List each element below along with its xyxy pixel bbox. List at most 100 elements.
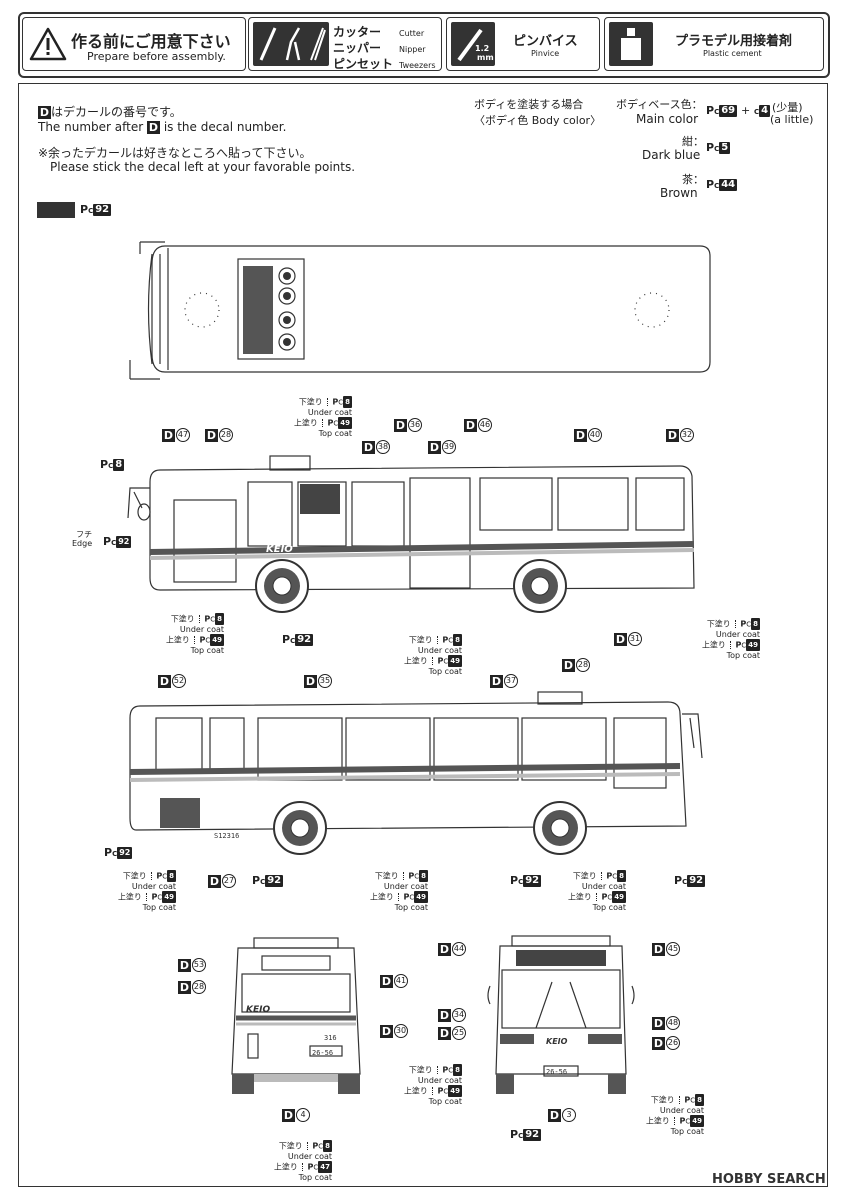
main-color-jp: ボディベース色：	[616, 98, 703, 111]
bus-side-view-left: KEIO	[127, 455, 695, 613]
brown-en: Brown	[660, 186, 698, 200]
pinvice-en: Pinvice	[531, 49, 560, 58]
watermark: HOBBY SEARCH	[712, 1172, 826, 1187]
extra-note-en: Please stick the decal left at your favo…	[50, 160, 356, 174]
tool-nipper-en: Nipper	[399, 45, 426, 54]
warning-jp: 作る前にご用意下さい	[71, 32, 231, 51]
paint-heading-jp: ボディを塗装する場合	[474, 98, 584, 111]
front-brand: KEIO	[546, 1037, 568, 1046]
warning-icon	[29, 27, 67, 61]
dark-blue-jp: 紺：	[682, 135, 704, 148]
instruction-frame	[18, 83, 828, 1187]
pinvice-jp: ピンバイス	[513, 34, 578, 49]
d-letter-box-2: D	[147, 121, 160, 134]
tools-box: カッター ニッパー ピンセット Cutter Nipper Tweezers	[248, 17, 442, 71]
dark-blue-en: Dark blue	[642, 148, 701, 162]
side2-brand: KEIO	[556, 786, 583, 797]
decal-note-jp-text: はデカールの番号です。	[51, 105, 182, 119]
cement-en: Plastic cement	[703, 49, 762, 58]
edge-jp: フチ	[76, 530, 93, 539]
main-color-en: Main color	[636, 112, 699, 126]
tool-nipper-jp: ニッパー	[333, 41, 382, 55]
decal-note-en-a: The number after	[38, 120, 144, 134]
extra-note-jp: ※余ったデカールは好きなところへ貼って下さい。	[38, 146, 312, 160]
warning-box: 作る前にご用意下さい Prepare before assembly.	[22, 17, 246, 71]
pinvice-unit: mm	[477, 53, 494, 62]
tool-tweezers-en: Tweezers	[399, 61, 436, 70]
side1-brand: KEIO	[266, 544, 293, 555]
pinvice-size: 1.2	[475, 44, 490, 53]
cement-jp: プラモデル用接着剤	[675, 34, 793, 49]
tools-icon	[253, 22, 329, 66]
cement-box: プラモデル用接着剤 Plastic cement	[604, 17, 824, 71]
bus-rear-view: KEIO 26-56 316	[231, 937, 361, 1094]
decal-note-en: The number after D is the decal number.	[38, 120, 286, 134]
tool-cutter-en: Cutter	[399, 29, 425, 38]
bus-front-view: KEIO 26-56	[487, 935, 635, 1094]
rear-brand: KEIO	[246, 1005, 270, 1015]
brown-jp: 茶：	[682, 173, 704, 186]
decal-note-en-b: is the decal number.	[163, 120, 287, 134]
tool-cutter-jp: カッター	[333, 25, 382, 39]
dark-swatch	[37, 202, 75, 218]
pinvice-box: 1.2 mm ピンバイス Pinvice	[446, 17, 600, 71]
front-plate: 26-56	[546, 1068, 567, 1076]
edge-en: Edge	[72, 539, 93, 548]
little-en: (a little)	[770, 113, 814, 126]
little-jp: (少量)	[772, 101, 803, 114]
cement-icon	[609, 22, 653, 66]
side2-number: S12316	[214, 832, 239, 840]
pinvice-icon: 1.2 mm	[451, 22, 495, 66]
bus-top-view	[129, 241, 711, 380]
bus-side-view-right: S12316 KEIO	[129, 691, 703, 855]
